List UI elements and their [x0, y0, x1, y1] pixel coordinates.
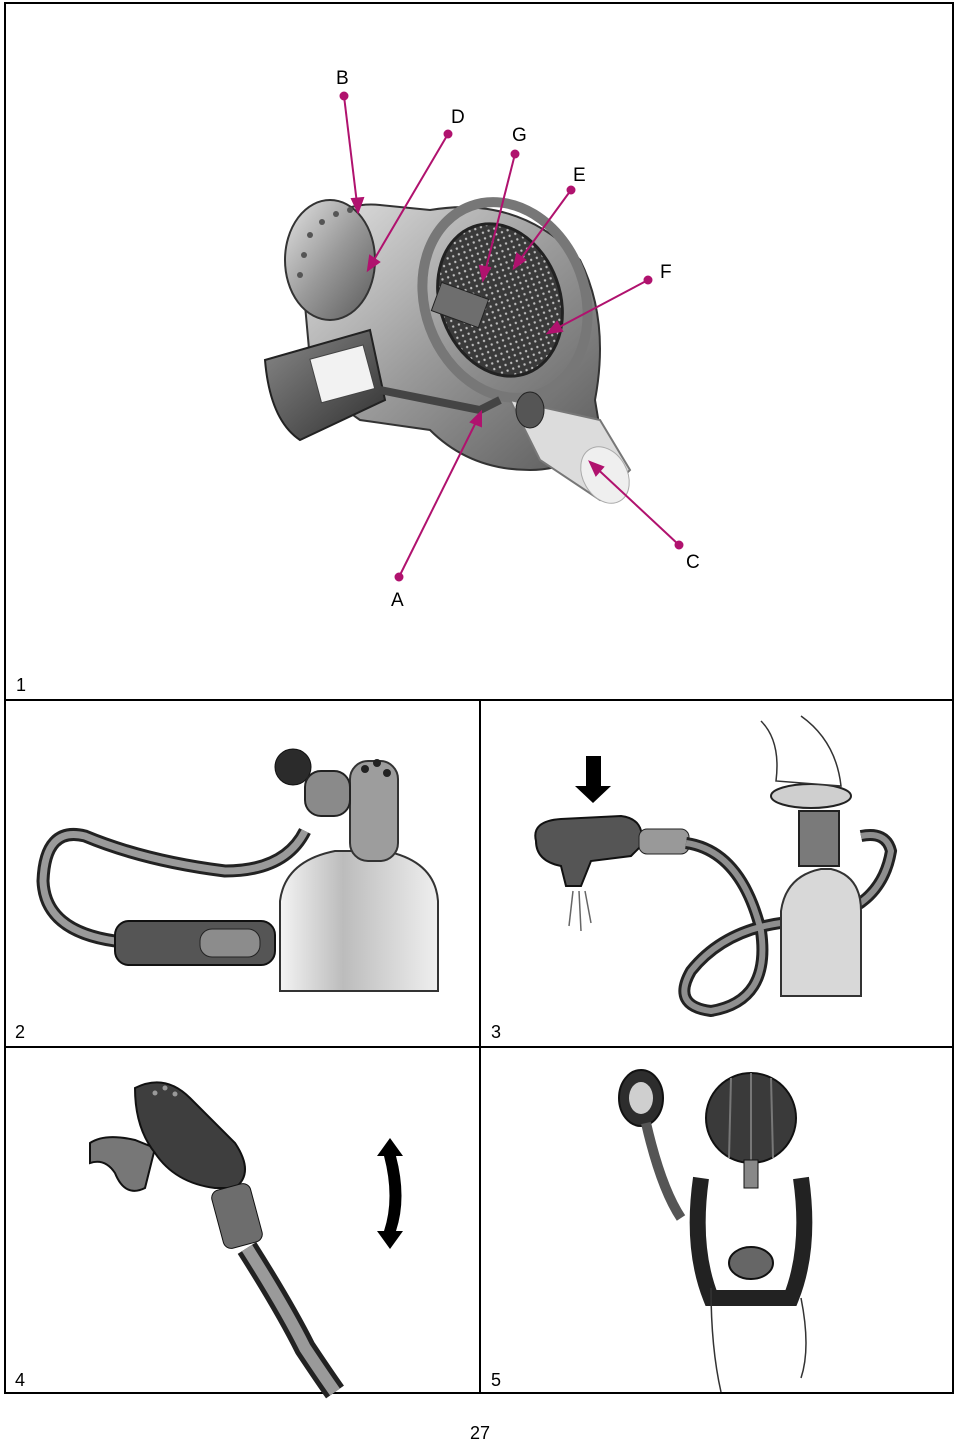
yoke	[689, 1176, 813, 1306]
second-stage	[133, 1081, 246, 1189]
callout-lines	[339, 91, 684, 582]
figure-number-3: 3	[491, 1022, 502, 1042]
callout-label-g: G	[512, 125, 527, 146]
callout-label-b: B	[336, 68, 349, 89]
figure-1-illustration	[263, 197, 632, 504]
callout-label-f: F	[660, 262, 672, 283]
hand	[760, 715, 842, 787]
rotate-arrow-icon	[377, 1138, 403, 1249]
figure-number-1: 1	[16, 675, 27, 695]
tank	[780, 868, 862, 997]
tank-valve-outlet	[728, 1246, 774, 1280]
page-number: 27	[469, 1423, 491, 1443]
figure-frame	[4, 2, 954, 1394]
callout-label-e: E	[573, 165, 586, 186]
callout-label-c: C	[686, 552, 700, 573]
figure-4-illustration	[89, 1081, 403, 1399]
figure-number-2: 2	[15, 1022, 26, 1042]
valve-knob	[274, 748, 312, 786]
divider-vertical	[479, 700, 481, 1393]
tank-valve	[798, 810, 840, 867]
figure-3-illustration	[534, 715, 898, 1018]
figure-2-illustration	[36, 748, 439, 992]
second-stage	[534, 814, 643, 887]
diaphragm-mesh	[436, 222, 564, 378]
callout-label-a: A	[391, 590, 404, 611]
figure-number-4: 4	[15, 1370, 26, 1390]
callout-label-d: D	[451, 107, 465, 128]
hand	[710, 1287, 807, 1393]
tank-valve	[349, 760, 399, 862]
figure-5-illustration	[618, 1069, 813, 1393]
down-arrow-icon	[575, 756, 611, 803]
figure-number-5: 5	[491, 1370, 502, 1390]
mouthpiece	[89, 1136, 157, 1192]
tank	[279, 850, 439, 992]
